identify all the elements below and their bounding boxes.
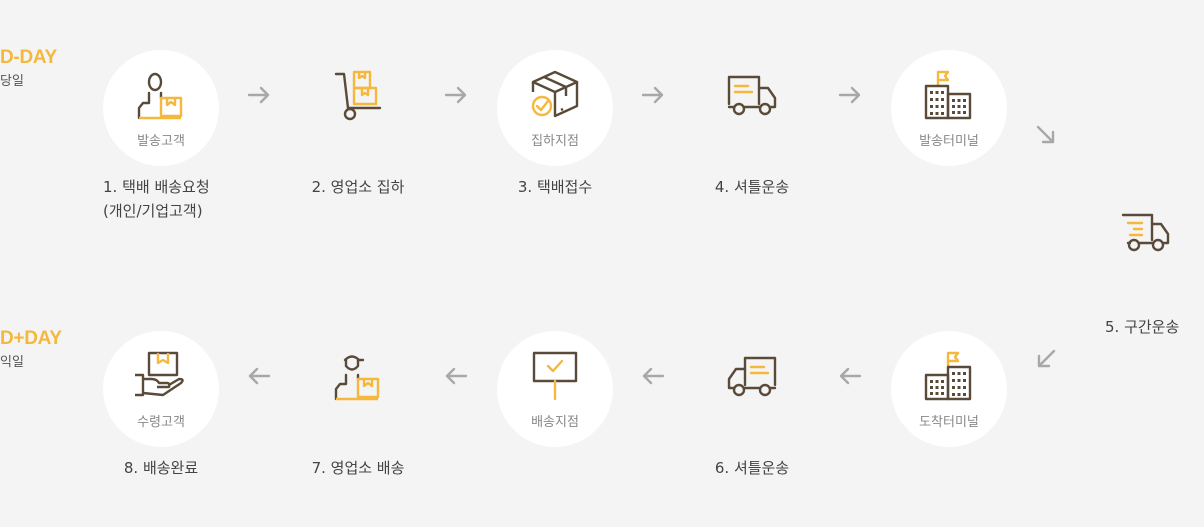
step-line-haul <box>1088 178 1204 294</box>
caption-step-8: 8. 배송완료 <box>123 459 199 477</box>
caption-step-1-line1: 1. 택배 배송요청 <box>103 178 210 196</box>
step-branch-delivery <box>300 331 416 447</box>
fast-truck-icon <box>1121 213 1170 252</box>
courier-with-box-icon <box>334 355 380 401</box>
arrow-left-icon <box>248 367 271 385</box>
truck-icon <box>727 75 777 116</box>
arrow-right-icon <box>838 86 861 104</box>
d-day-sub: 당일 <box>0 74 24 89</box>
arrow-right-icon <box>641 86 664 104</box>
customer-with-box-icon <box>137 72 183 120</box>
step-delivery-branch: 배송지점 <box>497 331 613 447</box>
step-pickup-branch: 집하지점 <box>497 50 613 166</box>
step-sender-customer: 발송고객 <box>103 50 219 166</box>
d-day-title: D-DAY <box>0 47 57 68</box>
box-check-icon <box>531 70 579 118</box>
step-branch-pickup <box>300 50 416 166</box>
arrow-right-icon <box>247 86 270 104</box>
d-plus-day-tag: D+DAY 익일 <box>0 329 62 371</box>
arrow-left-icon <box>445 367 468 385</box>
arrow-left-icon <box>642 367 665 385</box>
terminal-building-icon <box>924 70 972 120</box>
hand-receive-box-icon <box>135 351 184 397</box>
d-day-tag: D-DAY 당일 <box>0 48 57 90</box>
d-plus-day-sub: 익일 <box>0 355 24 370</box>
step-shuttle-transport-2 <box>694 331 810 447</box>
caption-step-5: 5. 구간운송 <box>1105 318 1180 336</box>
caption-step-3: 3. 택배접수 <box>517 178 593 196</box>
arrow-right-icon <box>444 86 467 104</box>
step-shuttle-transport-1 <box>694 50 810 166</box>
d-plus-day-title: D+DAY <box>0 328 62 349</box>
arrow-left-icon <box>839 367 862 385</box>
caption-step-1: 1. 택배 배송요청 (개인/기업고객) <box>103 175 210 223</box>
caption-step-2: 2. 영업소 집하 <box>311 178 405 196</box>
step-recipient-customer: 수령고객 <box>103 331 219 447</box>
step-arrival-terminal: 도착터미널 <box>891 331 1007 447</box>
caption-step-7: 7. 영업소 배송 <box>311 459 405 477</box>
caption-step-4: 4. 셔틀운송 <box>714 178 790 196</box>
circle-label-sender: 발송고객 <box>137 134 185 149</box>
signboard-check-icon <box>532 351 578 401</box>
arrow-down-right-icon <box>1036 125 1055 144</box>
circle-label-delivery-branch: 배송지점 <box>531 415 579 430</box>
truck-icon <box>727 356 777 397</box>
step-departure-terminal: 발송터미널 <box>891 50 1007 166</box>
arrow-down-left-icon <box>1037 349 1056 368</box>
terminal-building-icon <box>924 351 972 401</box>
caption-step-6: 6. 셔틀운송 <box>714 459 790 477</box>
circle-label-departure-terminal: 발송터미널 <box>919 134 979 149</box>
circle-label-pickup-branch: 집하지점 <box>531 134 579 149</box>
caption-step-1-line2: (개인/기업고객) <box>103 202 203 220</box>
circle-label-arrival-terminal: 도착터미널 <box>919 415 979 430</box>
circle-label-recipient: 수령고객 <box>137 415 185 430</box>
hand-truck-icon <box>334 70 382 121</box>
